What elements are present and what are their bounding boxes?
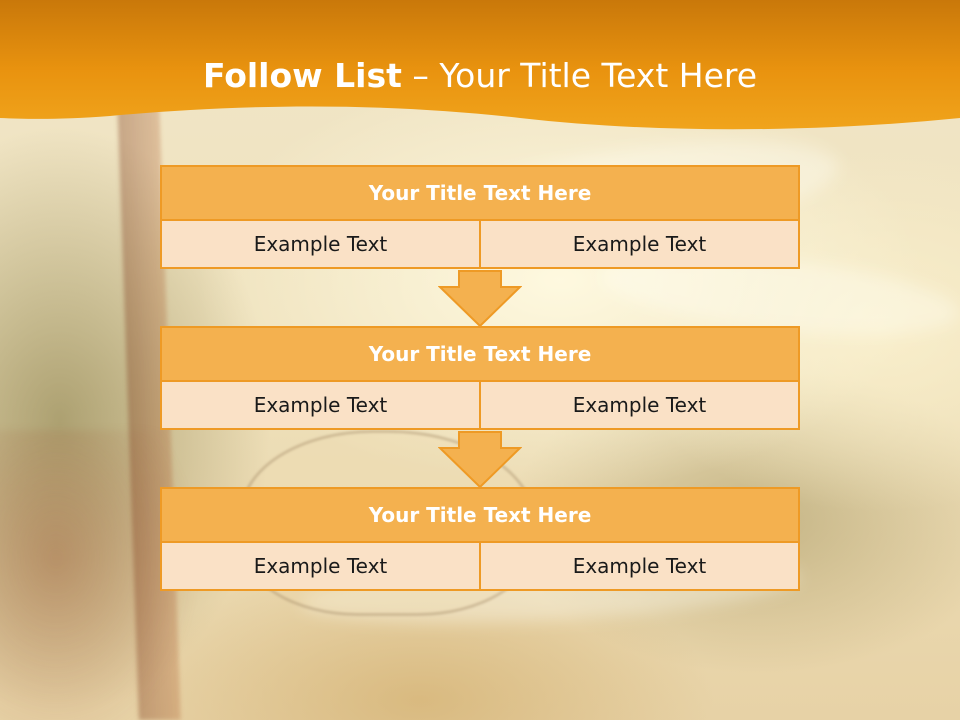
follow-list-block-2: Your Title Text Here Example Text Exampl… [160,326,800,430]
block-title[interactable]: Your Title Text Here [160,487,800,543]
block-cell-left[interactable]: Example Text [160,380,481,430]
block-cell-left[interactable]: Example Text [160,541,481,591]
block-title[interactable]: Your Title Text Here [160,326,800,382]
block-cell-right[interactable]: Example Text [479,380,800,430]
block-cell-left[interactable]: Example Text [160,219,481,269]
follow-list-block-1: Your Title Text Here Example Text Exampl… [160,165,800,269]
block-row: Example Text Example Text [160,541,800,591]
down-arrow-icon [438,270,522,328]
block-row: Example Text Example Text [160,380,800,430]
follow-list-block-3: Your Title Text Here Example Text Exampl… [160,487,800,591]
block-cell-right[interactable]: Example Text [479,541,800,591]
header-banner: Follow List – Your Title Text Here [0,0,960,140]
block-row: Example Text Example Text [160,219,800,269]
slide-title-lead: Follow List [202,56,402,95]
slide-title-rest: – Your Title Text Here [401,56,758,95]
down-arrow-icon [438,431,522,489]
block-cell-right[interactable]: Example Text [479,219,800,269]
block-title[interactable]: Your Title Text Here [160,165,800,221]
slide-title: Follow List – Your Title Text Here [0,56,960,96]
